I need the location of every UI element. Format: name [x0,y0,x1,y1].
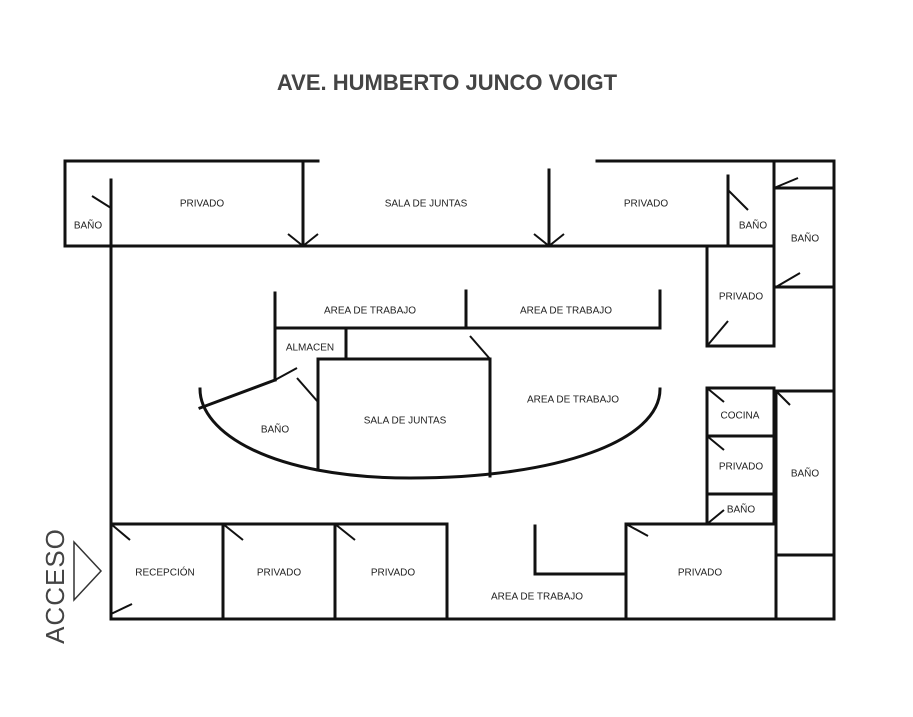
room-privado-bottom-1: PRIVADO [257,568,301,579]
room-bano-right-small: BAÑO [727,503,756,516]
door-bano-tr [727,189,749,211]
room-privado-bottom-2: PRIVADO [371,568,415,579]
room-privado-top-right: PRIVADO [624,199,668,210]
room-privado-top-left: PRIVADO [180,199,224,210]
room-labels: BAÑO PRIVADO SALA DE JUNTAS PRIVADO BAÑO… [74,199,820,603]
wall-sala-center [316,357,492,478]
wall-bano-center-divider [198,378,277,410]
door-cocina [706,387,725,403]
room-area-trabajo-center: AREA DE TRABAJO [527,395,619,406]
door-bano-center [296,377,319,403]
top-wall-left [63,159,320,248]
access-label: ACCESO [40,528,70,644]
room-almacen: ALMACEN [286,343,334,354]
room-bano-top-left: BAÑO [74,219,103,232]
door-bano-right [773,177,799,189]
top-wall-right [595,159,836,621]
door-bano-rsmall [706,509,725,525]
room-area-trabajo-2: AREA DE TRABAJO [520,306,612,317]
door-privado-rl [706,435,725,451]
access-arrow-icon [73,540,103,602]
room-bano-right-upper: BAÑO [791,232,820,245]
door-bano-rlarge [775,390,791,406]
walls [63,159,836,621]
room-bano-top-right: BAÑO [739,219,768,232]
room-bano-right-lower: BAÑO [791,467,820,480]
door-privado-b1 [222,523,244,541]
door-recepcion [110,523,131,541]
door-almacen [274,367,298,381]
room-sala-juntas-center: SALA DE JUNTAS [364,416,447,427]
room-cocina: COCINA [721,411,760,422]
door-sala-arrow [533,233,565,247]
door-sala-center [469,335,491,360]
door-bano-right-low [775,272,801,288]
room-recepcion: RECEPCIÓN [135,566,194,579]
door-recepcion-low [110,603,133,615]
door-privado-b2 [334,523,356,541]
wall-cocina-block [705,386,776,526]
street-title: AVE. HUMBERTO JUNCO VOIGT [277,70,618,95]
room-area-trabajo-bottom: AREA DE TRABAJO [491,592,583,603]
room-privado-bottom-right: PRIVADO [678,568,722,579]
wall-area-bottom [533,524,628,576]
room-sala-juntas-top: SALA DE JUNTAS [385,199,468,210]
access-marker: ACCESO [40,528,103,644]
room-privado-right-lower: PRIVADO [719,462,763,473]
door-bano-tl [91,195,112,209]
room-area-trabajo-1: AREA DE TRABAJO [324,306,416,317]
door-privado-right [706,320,729,347]
curved-wall [198,387,662,480]
door-privado-tl-arrow [287,233,319,247]
door-privado-br [625,523,649,537]
room-bano-center: BAÑO [261,423,290,436]
doors [91,177,801,615]
room-privado-right: PRIVADO [719,292,763,303]
